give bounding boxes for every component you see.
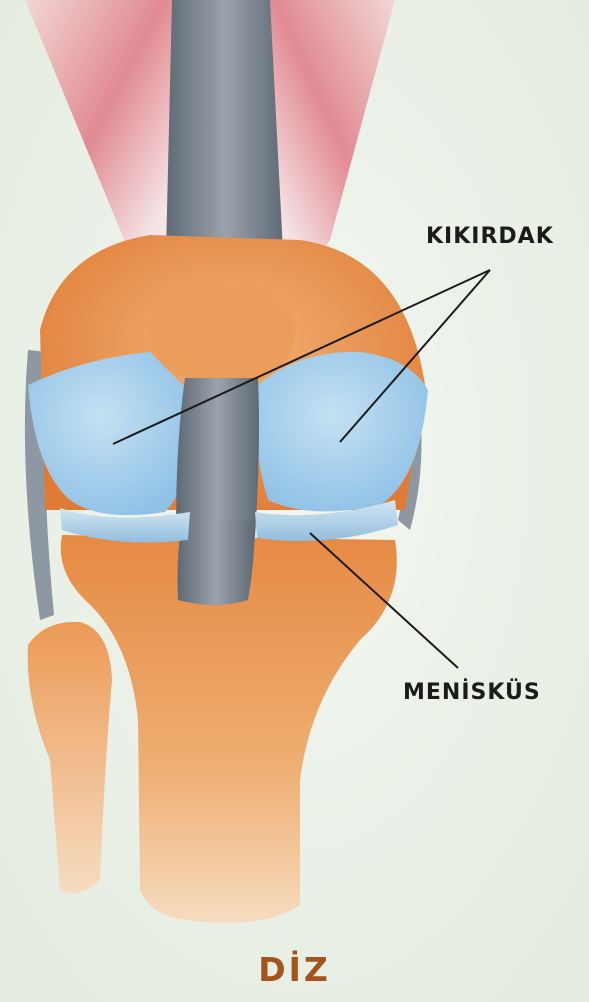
patella [150, 280, 296, 384]
patellar-tendon-insertion [178, 520, 256, 605]
diagram-title: DİZ [0, 950, 589, 989]
cartilage-label: KIKIRDAK [426, 224, 554, 249]
meniscus-label: MENİSKÜS [403, 680, 541, 705]
